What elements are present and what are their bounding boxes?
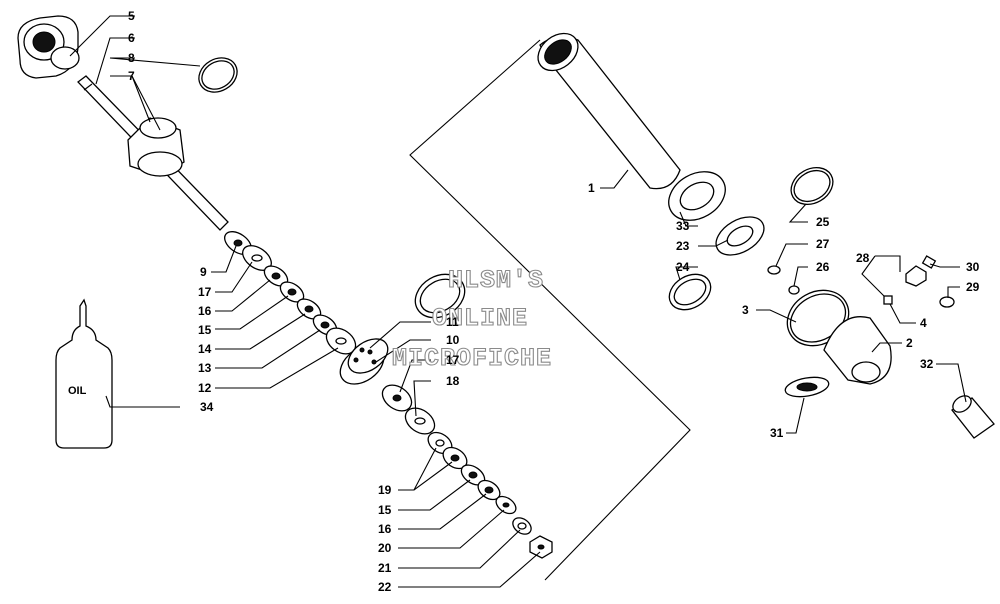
callout-12: 12 xyxy=(198,381,212,395)
callout-34: 34 xyxy=(200,400,214,414)
callout-27: 27 xyxy=(816,237,830,251)
callout-32: 32 xyxy=(920,357,934,371)
cap-part-31 xyxy=(784,376,830,398)
watermark-line-3: MICROFICHE xyxy=(392,344,552,373)
watermark-line-2: ONLINE xyxy=(432,304,528,333)
callout-24: 24 xyxy=(676,260,690,274)
callout-11: 11 xyxy=(446,315,459,329)
piston-part-10 xyxy=(339,338,389,385)
callout-30: 30 xyxy=(966,260,980,274)
callout-19: 19 xyxy=(378,483,392,497)
callout-14: 14 xyxy=(198,342,212,356)
callout-9: 9 xyxy=(200,265,207,279)
callout-29: 29 xyxy=(966,280,980,294)
callout-4: 4 xyxy=(920,316,927,330)
callout-3: 3 xyxy=(742,303,749,317)
callout-7: 7 xyxy=(128,69,135,83)
leader-lines xyxy=(69,15,967,588)
callout-15: 15 xyxy=(198,323,212,337)
callout-17b: 17 xyxy=(446,353,460,367)
callout-22: 22 xyxy=(378,580,392,594)
o-ring-part-8 xyxy=(198,57,238,93)
eyelet-part-5 xyxy=(17,15,80,79)
callout-6: 6 xyxy=(128,31,135,45)
callout-16: 16 xyxy=(198,304,212,318)
callout-13: 13 xyxy=(198,361,212,375)
piston-ring-part-11 xyxy=(414,273,466,319)
callout-16b: 16 xyxy=(378,522,392,536)
callout-23: 23 xyxy=(676,239,690,253)
callout-21: 21 xyxy=(378,561,392,575)
callout-31: 31 xyxy=(770,426,784,440)
callout-25: 25 xyxy=(816,215,830,229)
callout-33: 33 xyxy=(676,219,690,233)
callout-8: 8 xyxy=(128,51,135,65)
valve-part-28-30-29-4 xyxy=(861,255,955,308)
callout-2: 2 xyxy=(906,336,913,350)
callout-10: 10 xyxy=(446,333,460,347)
callout-26: 26 xyxy=(816,260,830,274)
oil-bottle-part-34: OIL xyxy=(55,298,113,449)
callout-1: 1 xyxy=(588,181,595,195)
snap-ring-part-24 xyxy=(668,273,712,311)
o-ring-part-25 xyxy=(790,166,834,206)
reservoir-part-2 xyxy=(786,289,892,385)
callout-5: 5 xyxy=(128,9,135,23)
bushing-part-32 xyxy=(951,395,995,439)
spring-seat-part-33 xyxy=(668,171,726,221)
cylinder-part-1 xyxy=(537,32,681,190)
watermark: HLSM'S ONLINE MICROFICHE xyxy=(391,265,552,373)
callout-labels: 5 6 8 7 9 17 16 15 14 13 12 34 11 10 17 … xyxy=(128,9,980,594)
callout-20: 20 xyxy=(378,541,392,555)
small-parts-26-27 xyxy=(767,265,800,295)
watermark-line-1: HLSM'S xyxy=(448,266,544,295)
bearing-cap-part-7 xyxy=(127,117,185,177)
assembly-bracket xyxy=(409,39,691,581)
callout-15b: 15 xyxy=(378,503,392,517)
callout-18: 18 xyxy=(446,374,460,388)
collar-part-23 xyxy=(715,216,765,256)
washer-stack-left xyxy=(224,231,357,355)
washer-stack-right xyxy=(381,384,553,559)
callout-28: 28 xyxy=(856,251,870,265)
bottle-label: OIL xyxy=(68,385,87,397)
callout-17: 17 xyxy=(198,285,212,299)
